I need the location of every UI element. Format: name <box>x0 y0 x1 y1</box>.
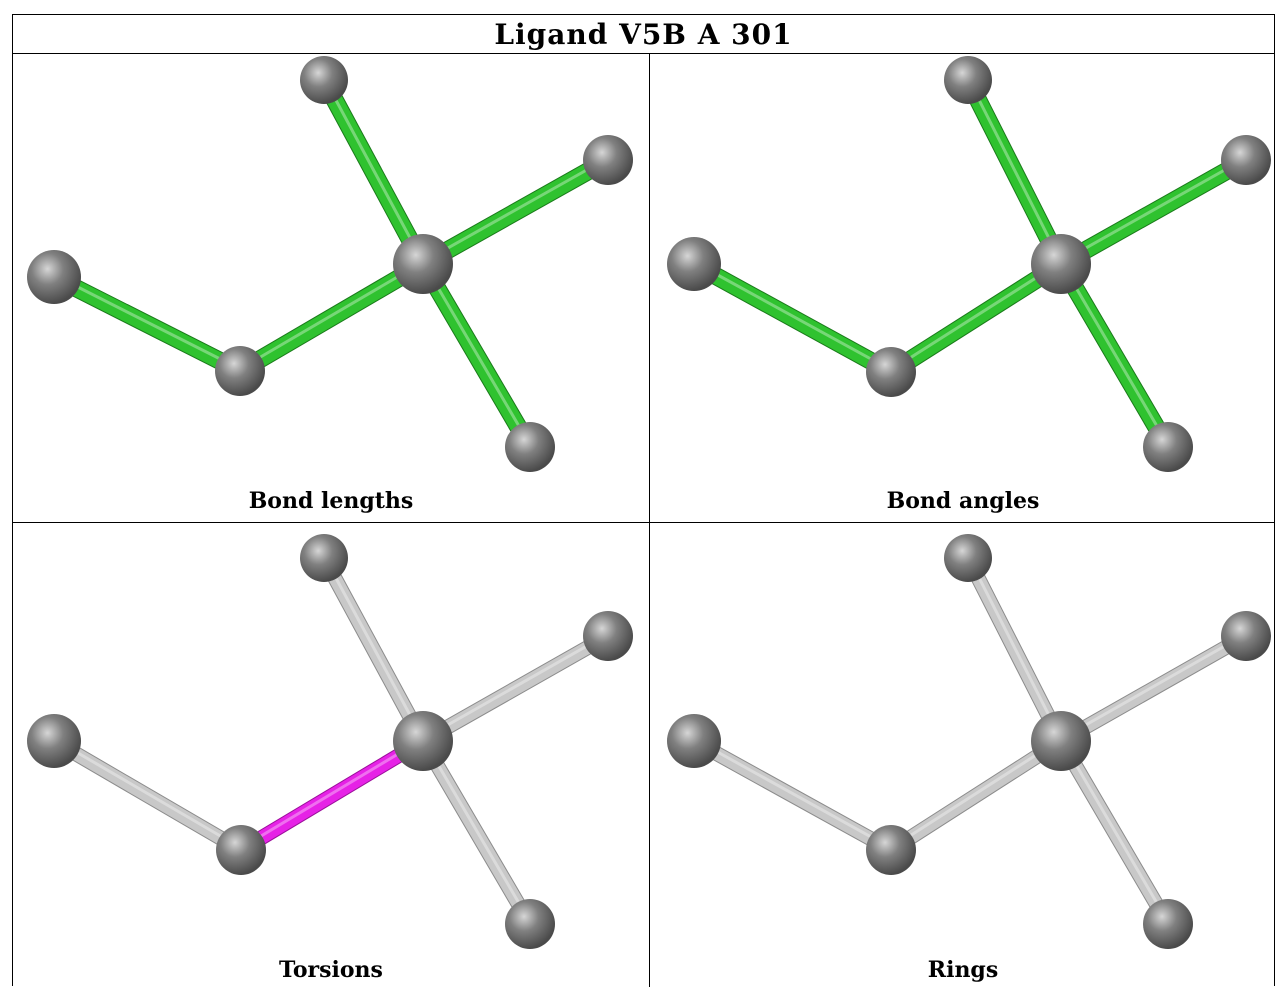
bond-A2-A3 <box>883 256 1069 380</box>
bond-A3-A4 <box>961 551 1068 748</box>
molecule-image-bond-angles <box>667 56 1271 472</box>
atom-A3 <box>393 711 453 771</box>
atom-A6 <box>505 899 555 949</box>
bond-A1-A2 <box>687 734 898 857</box>
atom-A5 <box>1221 135 1271 185</box>
bond-highlight <box>1059 156 1248 264</box>
atom-A2 <box>866 347 916 397</box>
panel-bond-lengths: Bond lengths <box>13 54 649 522</box>
bond-highlight <box>692 260 893 372</box>
panel-caption-bond-lengths: Bond lengths <box>248 488 414 514</box>
bond-highlight <box>421 260 532 447</box>
atom-A5 <box>1221 611 1271 661</box>
atom-A2 <box>216 825 266 875</box>
bond-A3-A6 <box>1053 256 1176 455</box>
atom-A1 <box>27 250 81 304</box>
molecule-image-bond-lengths <box>27 56 633 472</box>
bond-A3-A5 <box>1054 629 1253 748</box>
bond-A1-A2 <box>686 256 899 380</box>
bond-A3-A4 <box>316 72 431 272</box>
bond-A2-A3 <box>232 256 431 379</box>
bond-highlight <box>1059 260 1170 447</box>
panel-caption-bond-angles: Bond angles <box>886 488 1040 514</box>
bond-highlight <box>421 156 610 264</box>
atom-A1 <box>667 714 721 768</box>
atom-A1 <box>27 714 81 768</box>
atom-A3 <box>1031 711 1091 771</box>
atom-A3 <box>1031 234 1091 294</box>
bond-highlight <box>421 737 532 924</box>
bond-A3-A5 <box>1053 152 1254 272</box>
report-frame: Ligand V5B A 301 Bond lengths Bond angle… <box>12 14 1276 987</box>
bond-A3-A6 <box>1054 734 1175 931</box>
bond-A3-A4 <box>317 551 430 748</box>
bond-A1-A2 <box>47 734 248 857</box>
bond-A3-A5 <box>415 152 616 272</box>
atom-A1 <box>667 237 721 291</box>
molecule-image-rings <box>667 534 1271 949</box>
page-title: Ligand V5B A 301 <box>494 17 793 51</box>
atom-A5 <box>583 135 633 185</box>
bond-highlight <box>52 273 242 371</box>
bond-highlight <box>52 737 243 850</box>
bond-highlight <box>966 76 1063 264</box>
panel-bond-angles: Bond angles <box>650 54 1276 522</box>
atom-A4 <box>944 56 992 104</box>
bond-highlight <box>322 76 425 264</box>
bond-highlight <box>1059 632 1248 741</box>
bond-highlight <box>889 260 1063 372</box>
bond-A2-A3 <box>234 734 430 857</box>
bond-highlight <box>421 632 610 741</box>
bond-highlight <box>692 737 893 850</box>
bond-highlight <box>322 554 425 741</box>
atom-A6 <box>1143 899 1193 949</box>
atom-A4 <box>944 534 992 582</box>
vertical-divider <box>649 54 650 987</box>
atom-A3 <box>393 234 453 294</box>
panel-caption-torsions: Torsions <box>279 957 383 983</box>
bond-highlight <box>239 737 425 850</box>
bond-A3-A5 <box>416 629 615 748</box>
horizontal-divider <box>13 522 1274 523</box>
molecule-image-torsions <box>27 534 633 949</box>
atom-A6 <box>505 422 555 472</box>
atom-A5 <box>583 611 633 661</box>
atom-A4 <box>300 56 348 104</box>
bond-highlight <box>238 260 425 371</box>
bond-A3-A4 <box>960 72 1069 272</box>
atom-A2 <box>866 825 916 875</box>
title-row: Ligand V5B A 301 <box>13 15 1274 54</box>
bond-highlight <box>889 737 1063 850</box>
bond-A3-A6 <box>416 734 537 931</box>
panel-caption-rings: Rings <box>927 957 999 983</box>
panel-rings: Rings <box>650 523 1276 987</box>
bond-highlight <box>1059 737 1170 924</box>
bond-A3-A6 <box>415 256 538 455</box>
bond-A2-A3 <box>884 734 1068 857</box>
bond-A1-A2 <box>46 269 248 379</box>
atom-A2 <box>215 346 265 396</box>
atom-A6 <box>1143 422 1193 472</box>
panel-torsions: Torsions <box>13 523 649 987</box>
bond-highlight <box>966 554 1063 741</box>
atom-A4 <box>300 534 348 582</box>
